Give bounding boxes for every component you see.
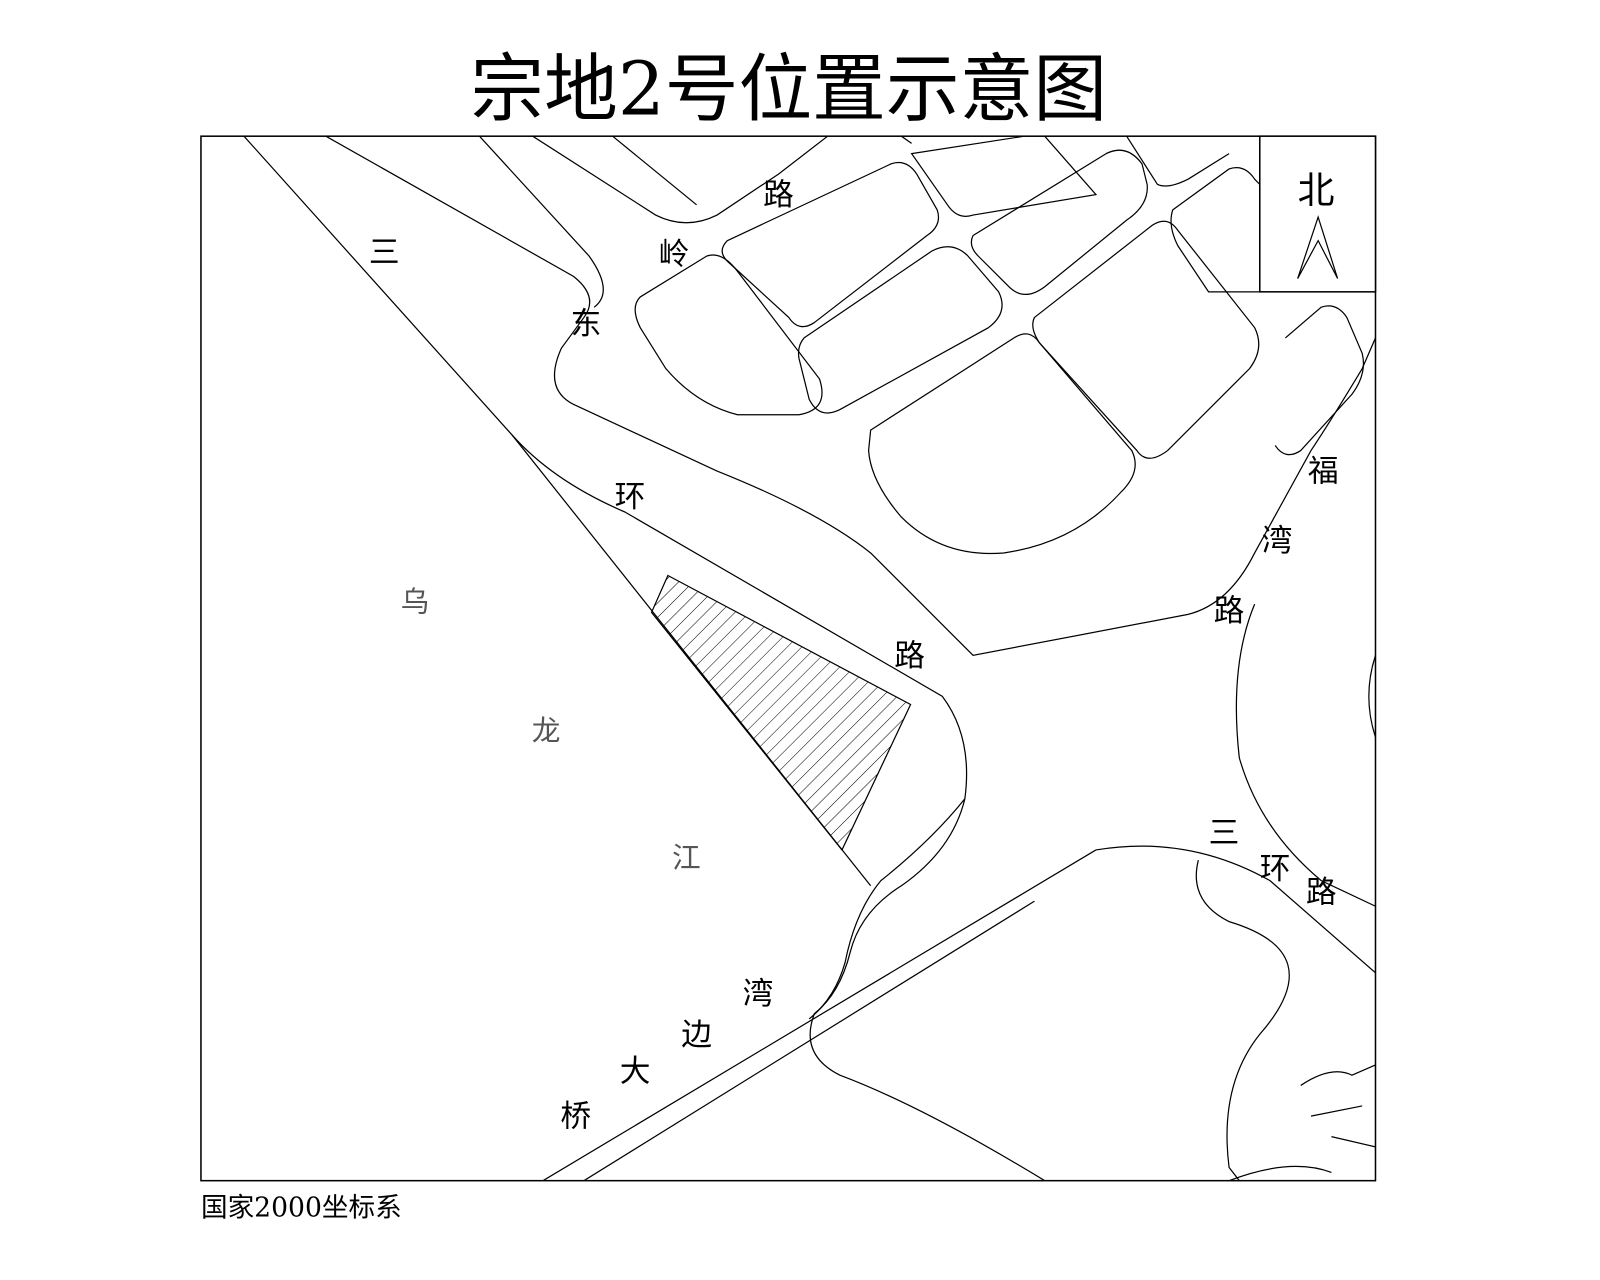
coordinate-system-note: 国家2000坐标系 (201, 1193, 402, 1224)
road-label: 福 (1308, 454, 1339, 490)
road-label: 大 (620, 1054, 651, 1090)
road-labels: 三 东 岭 路 环 路 福 湾 路 三 环 路 湾 边 大 桥 (369, 177, 1339, 1135)
river-label-char: 乌 (401, 585, 430, 619)
road-label: 湾 (1262, 523, 1293, 559)
road-label: 路 (763, 177, 794, 213)
road-label: 路 (1306, 874, 1337, 910)
road-label: 湾 (743, 976, 774, 1012)
north-label: 北 (1298, 169, 1335, 212)
river-label: 乌 龙 江 (401, 585, 701, 875)
map-frame (200, 135, 1377, 1182)
map-title: 宗地2号位置示意图 (470, 48, 1107, 133)
road-label: 边 (681, 1017, 712, 1053)
road-label: 东 (571, 306, 602, 342)
road-label: 路 (1214, 593, 1245, 629)
road-label: 环 (1260, 851, 1291, 887)
parcel-2-hatched (650, 574, 912, 852)
road-label: 环 (615, 479, 646, 515)
road-label: 三 (1209, 815, 1240, 851)
north-arrow-icon (1297, 215, 1339, 279)
road-label: 岭 (659, 236, 690, 272)
river-label-char: 江 (672, 841, 701, 875)
road-label: 三 (369, 234, 400, 270)
road-label: 桥 (560, 1099, 591, 1135)
road-label: 路 (894, 638, 925, 674)
river-label-char: 龙 (532, 714, 561, 748)
north-arrow-box: 北 (1259, 135, 1377, 293)
